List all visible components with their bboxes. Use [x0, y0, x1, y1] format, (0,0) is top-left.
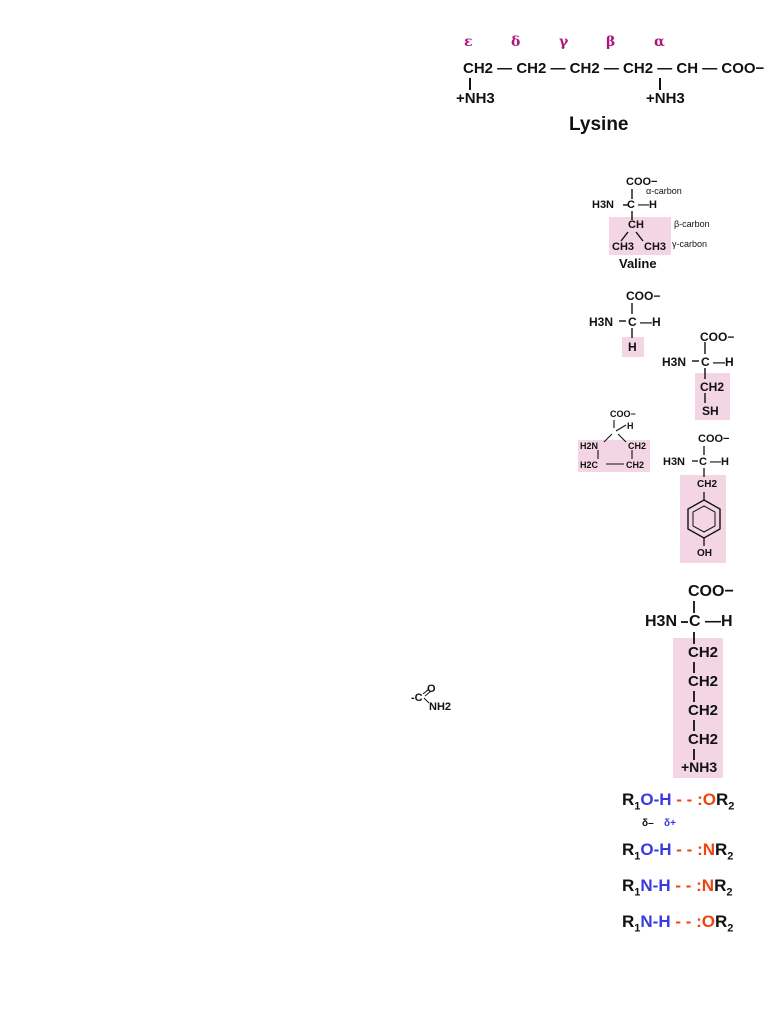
- lysine-vertical-h3n: H3N: [645, 613, 678, 630]
- tyrosine-h3n: H3N: [663, 456, 686, 468]
- lysine-vertical-nh3: +NH3: [681, 759, 718, 775]
- proline-h2n: H2N: [580, 441, 599, 451]
- valine-ch3-left: CH3: [612, 241, 635, 253]
- tyrosine-bonds-and-ring: [687, 446, 721, 546]
- lysine-vertical-bonds: [681, 601, 695, 760]
- valine-c-h: C —H: [627, 199, 657, 211]
- proline-ring-highlight: [578, 440, 650, 472]
- lysine-vertical-bonds: [469, 78, 661, 90]
- cysteine-h3n: H3N: [662, 355, 687, 369]
- tyrosine-ch2: CH2: [697, 479, 718, 490]
- lysine-vertical-ch2-2: CH2: [688, 673, 719, 690]
- glycine-bonds: [619, 303, 633, 338]
- glycine-c-h: C —H: [628, 315, 661, 329]
- amide-c: -C: [411, 692, 423, 704]
- proline-coo: COO−: [610, 409, 636, 419]
- cysteine-ch2: CH2: [700, 380, 725, 394]
- tyrosine-coo: COO−: [698, 433, 730, 445]
- lysine-name: Lysine: [569, 114, 629, 135]
- delta-plus-label: δ+: [664, 818, 676, 829]
- delta-minus-label: δ–: [642, 818, 654, 829]
- amide-nh2: NH2: [429, 701, 452, 713]
- valine-side-chain-highlight: [609, 217, 671, 255]
- lysine-vertical-c-h: C —H: [689, 613, 733, 630]
- valine-ch: CH: [628, 219, 644, 231]
- lysine-epsilon-amine: +NH3: [456, 90, 495, 107]
- proline-bonds: [597, 420, 633, 465]
- tyrosine-c-h: C —H: [699, 456, 729, 468]
- valine-name: Valine: [619, 256, 657, 271]
- alpha-label: α: [654, 34, 665, 50]
- hbond-row-2: R1O-H - - :NR2: [622, 840, 734, 863]
- valine-coo: COO−: [626, 176, 658, 188]
- glycine-h3n: H3N: [589, 315, 614, 329]
- cysteine-c-h: C —H: [701, 355, 734, 369]
- lysine-chain: CH2 — CH2 — CH2 — CH2 — CH — COO−: [463, 60, 765, 77]
- cysteine-bonds: [692, 342, 706, 403]
- cysteine-sh: SH: [702, 404, 719, 418]
- amide-bonds: [422, 688, 432, 704]
- delta-label: δ: [511, 34, 521, 50]
- valine-ch3-right: CH3: [644, 241, 667, 253]
- cysteine-side-chain-highlight: [695, 373, 730, 420]
- epsilon-label: ε: [464, 34, 473, 50]
- valine-gamma-carbon-label: γ-carbon: [672, 239, 708, 249]
- beta-label: β: [606, 34, 616, 50]
- glycine-coo: COO−: [626, 289, 661, 303]
- amide-o: O: [427, 683, 436, 695]
- gamma-label: γ: [559, 34, 569, 50]
- valine-h3n: H3N: [592, 199, 615, 211]
- cysteine-coo: COO−: [700, 330, 735, 344]
- proline-ch2-b: CH2: [626, 460, 645, 470]
- lysine-alpha-amine: +NH3: [646, 90, 685, 107]
- hbond-row-4: R1N-H - - :OR2: [622, 912, 734, 935]
- glycine-h: H: [628, 340, 637, 354]
- proline-ch2-a: CH2: [628, 441, 647, 451]
- lysine-vertical-ch2-1: CH2: [688, 644, 719, 661]
- valine-beta-carbon-label: β-carbon: [674, 219, 710, 229]
- lysine-vertical-coo: COO−: [688, 583, 734, 600]
- lysine-side-chain-highlight: [673, 638, 723, 778]
- glycine-side-chain-highlight: [622, 337, 644, 357]
- valine-bonds: [620, 189, 644, 242]
- proline-h2c: H2C: [580, 460, 599, 470]
- lysine-vertical-ch2-3: CH2: [688, 702, 719, 719]
- proline-h: H: [627, 421, 634, 431]
- lysine-vertical-ch2-4: CH2: [688, 731, 719, 748]
- tyrosine-oh: OH: [697, 548, 712, 559]
- hbond-row-1: R1O-H - - :OR2: [622, 790, 735, 813]
- hbond-row-3: R1N-H - - :NR2: [622, 876, 733, 899]
- valine-alpha-carbon-label: α-carbon: [646, 186, 682, 196]
